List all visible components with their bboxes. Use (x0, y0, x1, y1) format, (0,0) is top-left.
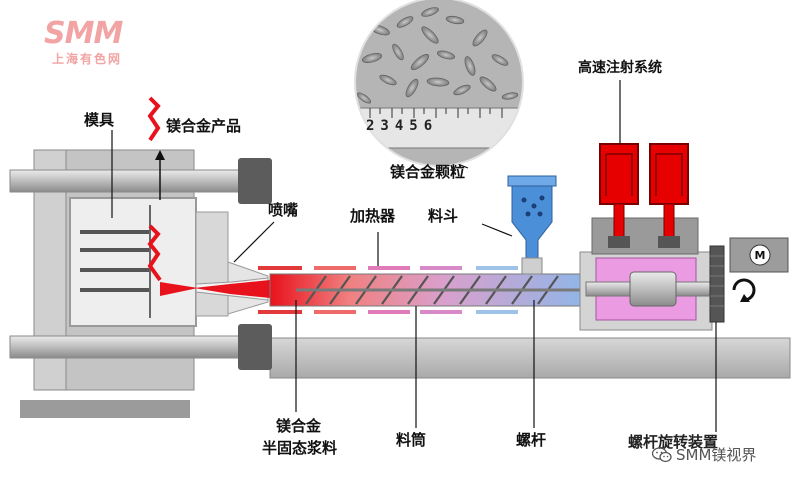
label-screw-drive: 螺杆旋转装置 (628, 433, 719, 451)
runner-flow (160, 282, 198, 296)
rod-end-bottom (238, 324, 272, 370)
heater-bands (258, 266, 518, 314)
product-shape (147, 96, 161, 142)
label-mold: 模具 (84, 111, 115, 129)
label-slurry-line1: 镁合金 (276, 417, 322, 435)
mold-block (69, 197, 197, 327)
coupling (629, 271, 677, 307)
label-barrel: 料筒 (396, 431, 427, 449)
ejector-pins (80, 230, 150, 292)
hopper-neck (521, 257, 543, 275)
clamp-rod-top (9, 169, 261, 193)
label-nozzle: 喷嘴 (268, 201, 299, 219)
machine-base-lower (20, 400, 190, 418)
injection-base-gray (591, 217, 699, 255)
granules-leader (457, 163, 469, 169)
hopper-leader (481, 223, 513, 237)
watermark: SMM镁视界 (651, 444, 757, 465)
label-slurry-line2: 半固态浆料 (262, 439, 338, 457)
watermark-text: SMM镁视界 (676, 446, 757, 464)
rotation-arrow-icon (732, 278, 756, 302)
mold-cavity-part (147, 224, 162, 282)
label-heater: 加热器 (350, 207, 396, 225)
mold-plate (195, 211, 229, 317)
nozzle-leader (233, 221, 275, 263)
granules-photo-border (354, 0, 524, 167)
ruler-digits: 23456 (366, 118, 439, 134)
rod-end-top (238, 158, 272, 204)
ruler (355, 107, 523, 149)
clamp-rod-bottom (9, 335, 261, 359)
smm-logo: SMM (44, 16, 123, 51)
label-screw: 螺杆 (516, 431, 547, 449)
granules-photo (355, 0, 523, 166)
wechat-icon (651, 446, 672, 463)
motor-label: M (755, 249, 766, 262)
label-injection-system: 高速注射系统 (578, 60, 662, 76)
hopper-rim (507, 175, 557, 187)
drive-gear (709, 245, 725, 323)
motor-icon (749, 244, 771, 266)
hopper (511, 181, 553, 259)
granules-in-hopper (521, 195, 545, 217)
label-granules: 镁合金颗粒 (390, 163, 466, 181)
label-product: 镁合金产品 (166, 117, 242, 135)
label-hopper: 料斗 (428, 207, 459, 225)
smm-logo-subtitle: 上海有色网 (52, 52, 123, 66)
machine-base (269, 337, 791, 379)
